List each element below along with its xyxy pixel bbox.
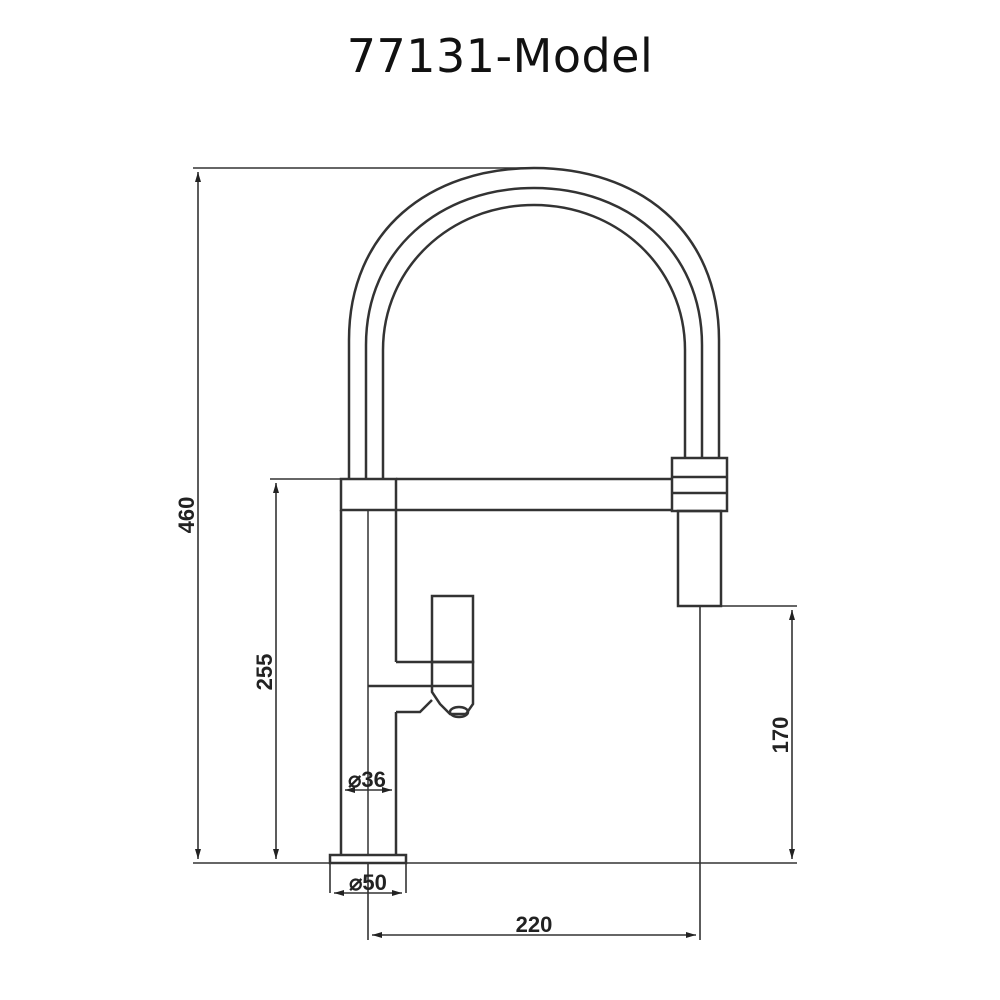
- label-total-height: 460: [174, 497, 199, 534]
- label-spray-height: 170: [768, 717, 793, 754]
- handle-cartridge: [430, 594, 475, 664]
- faucet-outline: [328, 166, 729, 865]
- label-pivot-height: 255: [252, 654, 277, 691]
- spout-outer-arc: [347, 166, 721, 478]
- dimension-lines: [193, 167, 797, 940]
- base-plate: [328, 853, 408, 865]
- drawing-title: 77131-Model: [346, 29, 654, 83]
- spout-inner-arc: [381, 203, 687, 478]
- dimension-labels: 460 255 170 220 ⌀36 ⌀50: [174, 497, 793, 937]
- handle-body: [430, 660, 475, 716]
- handle-knob: [448, 705, 470, 719]
- label-reach: 220: [516, 912, 553, 937]
- spout-middle-arc: [364, 186, 704, 478]
- body-collar: [339, 477, 398, 512]
- handle-lever-lower: [396, 699, 433, 714]
- spray-head: [676, 509, 723, 608]
- label-body-diameter: ⌀36: [348, 767, 386, 792]
- spray-holder: [670, 456, 729, 513]
- label-base-diameter: ⌀50: [349, 870, 387, 895]
